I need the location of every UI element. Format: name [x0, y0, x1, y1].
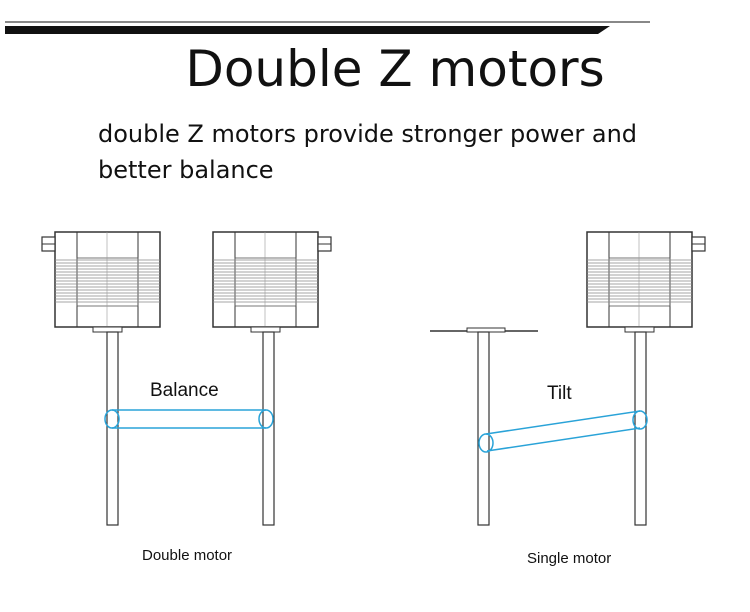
stepper-motor-single: [586, 231, 706, 333]
single-motor-diagram: Tilt Single motor: [430, 231, 706, 567]
page-subtitle: double Z motors provide stronger power a…: [98, 120, 638, 184]
x-axis-bar-balanced: [104, 409, 274, 429]
stepper-motor-right: [212, 231, 332, 333]
balance-label: Balance: [150, 380, 219, 401]
double-motor-caption: Double motor: [142, 547, 232, 564]
page-title: Double Z motors: [185, 40, 605, 98]
lead-screw-left-unpowered: [477, 331, 490, 526]
single-motor-caption: Single motor: [527, 550, 611, 567]
x-axis-bar-tilted: [478, 410, 648, 453]
header-divider: [5, 21, 650, 34]
double-motor-diagram: Balance Double motor: [41, 231, 332, 564]
tilt-label: Tilt: [547, 383, 572, 404]
stepper-motor-left: [41, 231, 161, 333]
